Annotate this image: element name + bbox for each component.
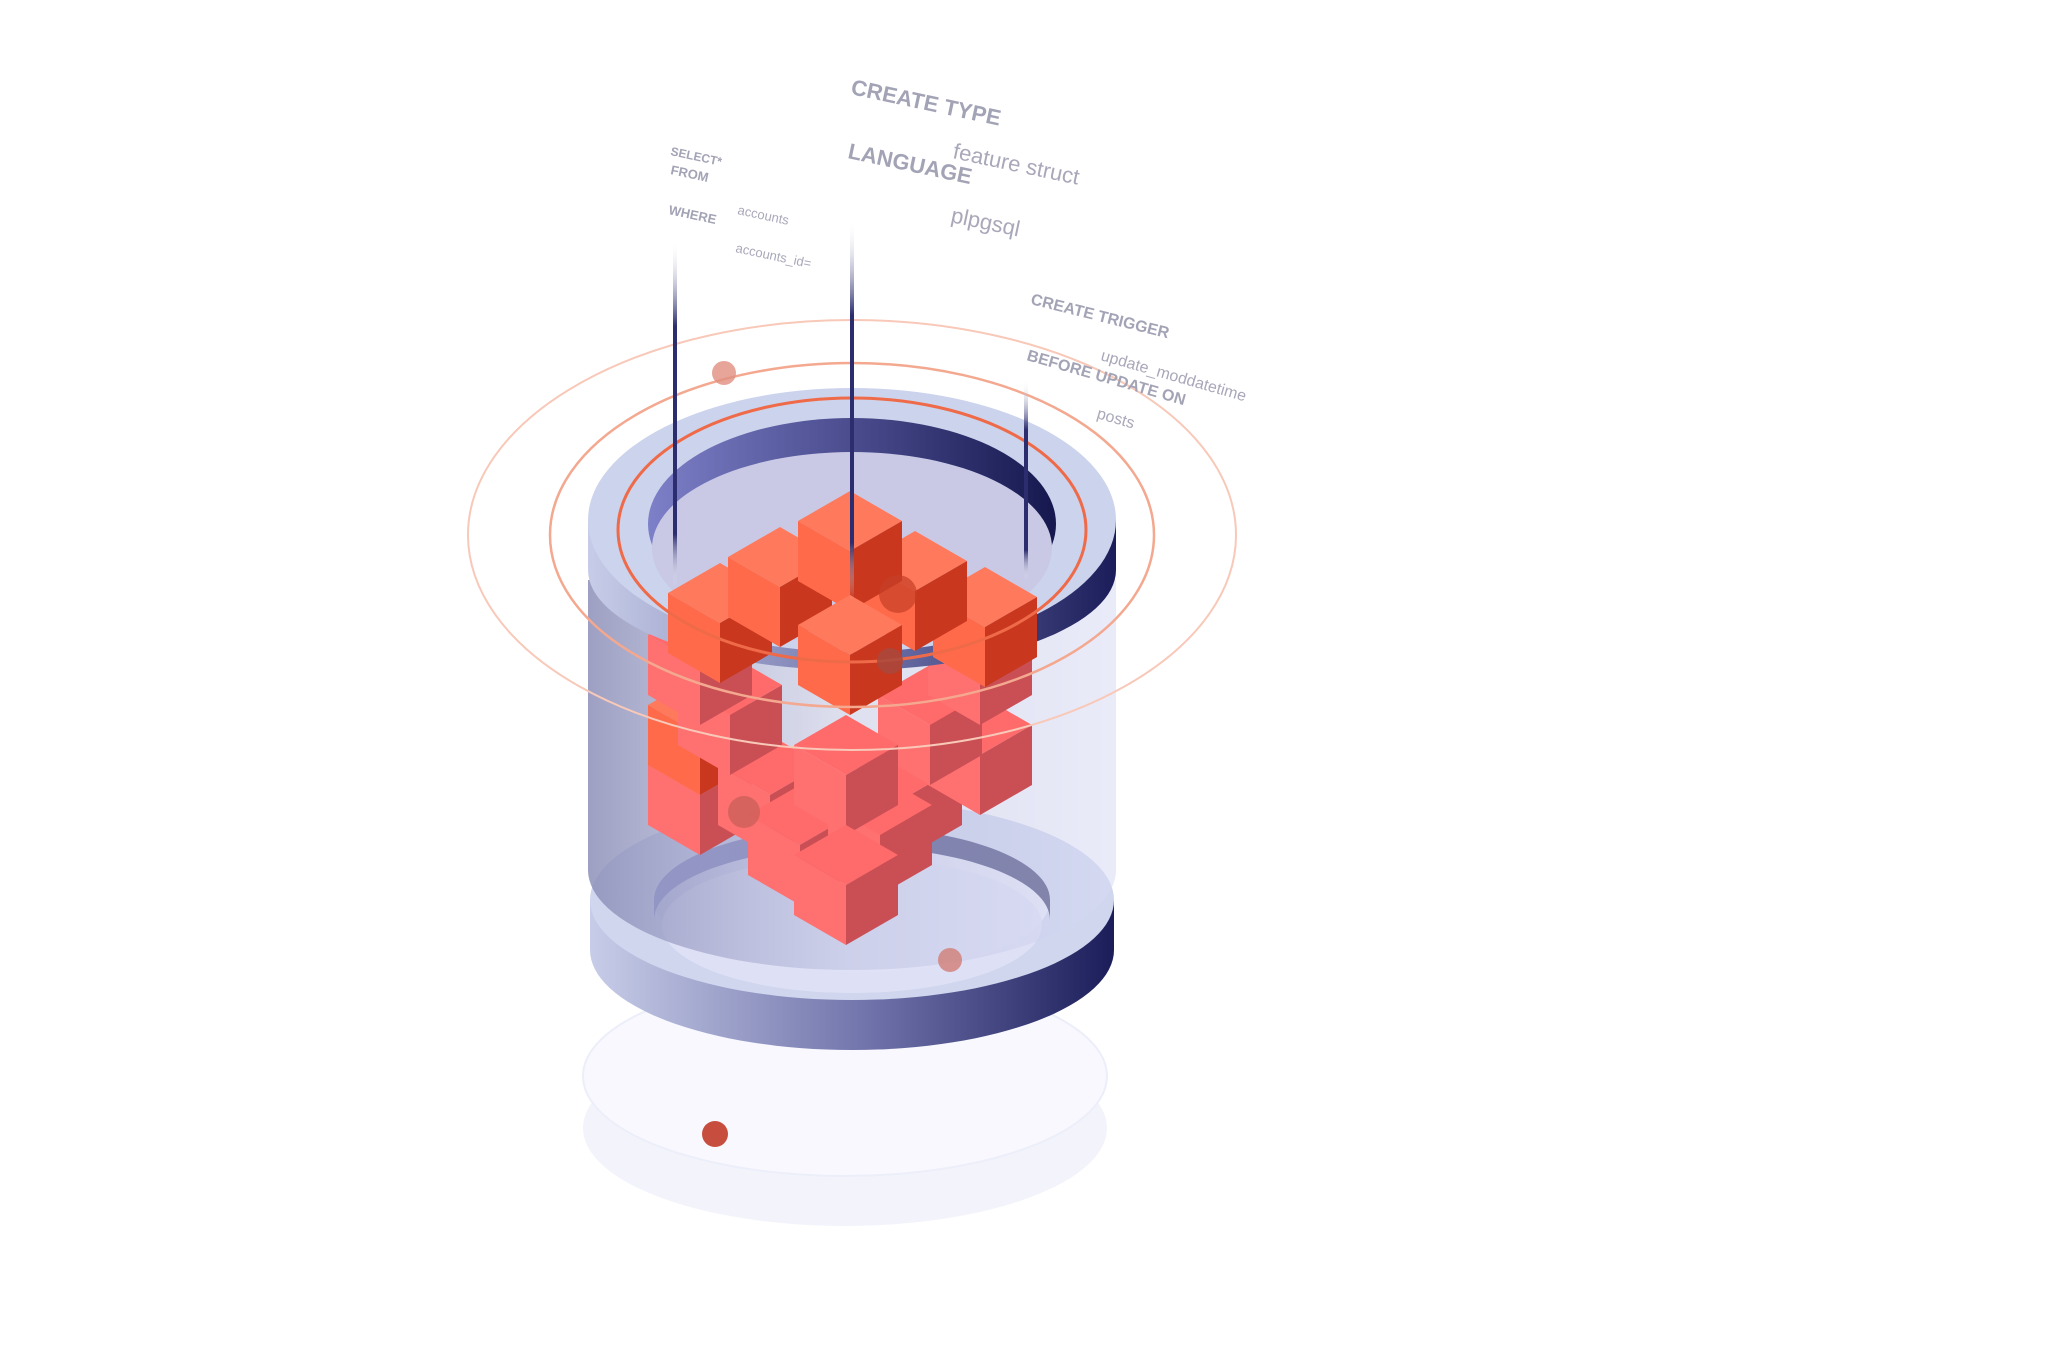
support-poles <box>673 220 1028 600</box>
label-plpgsql: plpgsql <box>949 202 1022 241</box>
label-accounts-id: accounts_id= <box>734 240 812 271</box>
code-labels: SELECT* FROM WHERE accounts accounts_id=… <box>667 74 1248 432</box>
label-create-type: CREATE TYPE <box>849 74 1003 130</box>
label-posts: posts <box>1095 406 1136 433</box>
floating-dots <box>702 361 962 1147</box>
label-create-trigger: CREATE TRIGGER <box>1029 291 1171 342</box>
label-from: FROM <box>669 162 710 185</box>
label-accounts: accounts <box>736 202 791 228</box>
label-where: WHERE <box>667 202 718 227</box>
